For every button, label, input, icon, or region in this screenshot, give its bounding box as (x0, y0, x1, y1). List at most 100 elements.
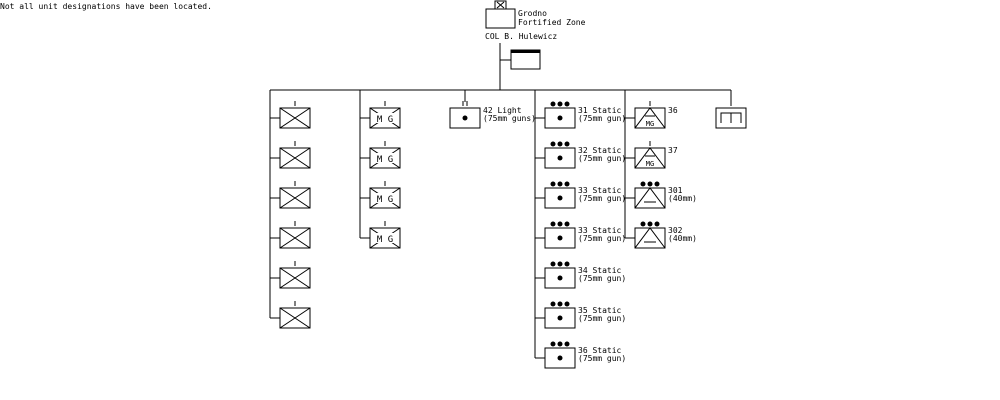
echelon-dot (557, 301, 563, 307)
unit-aa: 301(40mm) (625, 181, 697, 209)
unit-aa-mg: MG 36 (625, 101, 678, 129)
aa-triangle (634, 187, 666, 209)
echelon-dot (550, 101, 556, 107)
infantry-cross (279, 107, 311, 129)
echelon-dot (550, 301, 556, 307)
artillery-dot (557, 235, 563, 241)
hq-staff-bar (511, 50, 540, 53)
unit-label: 36 Static (578, 346, 622, 355)
hq-name-line1: Grodno (518, 9, 547, 18)
aa-mg-label: MG (646, 160, 654, 168)
disclaimer-note: Not all unit designations have been loca… (0, 2, 212, 11)
unit-label: 42 Light (483, 106, 522, 115)
unit-box (634, 187, 666, 209)
mg-label-bg (376, 233, 394, 243)
echelon-dot (564, 141, 570, 147)
unit-infantry (270, 181, 311, 209)
artillery-dot (557, 115, 563, 121)
echelon-dot (557, 221, 563, 227)
infantry-cross (279, 267, 311, 289)
echelon-dot (564, 221, 570, 227)
unit-machine-gun: M G (360, 221, 401, 249)
unit-label: 34 Static (578, 266, 622, 275)
echelon-dot (640, 181, 646, 187)
unit-label: 37 (668, 146, 678, 155)
infantry-cross (279, 307, 311, 329)
unit-sublabel: (75mm gun) (578, 114, 626, 123)
mg-label: M G (377, 235, 393, 245)
artillery-dot (557, 355, 563, 361)
artillery-dot (462, 115, 468, 121)
unit-artillery: 36 Static(75mm gun) (535, 341, 626, 369)
unit-label: 301 (668, 186, 683, 195)
unit-artillery: 33 Static(75mm gun) (535, 181, 626, 209)
hq-echelon-x (496, 1, 505, 9)
echelon-dot (557, 101, 563, 107)
unit-label: 36 (668, 106, 678, 115)
artillery-dot (557, 275, 563, 281)
infantry-cross (279, 147, 311, 169)
echelon-dot (564, 181, 570, 187)
unit-infantry (270, 141, 311, 169)
mg-label-bg (376, 193, 394, 203)
unit-infantry (270, 261, 311, 289)
unit-sublabel: (75mm gun) (578, 274, 626, 283)
unit-sublabel: (40mm) (668, 194, 697, 203)
signals-symbol (720, 112, 742, 123)
unit-sublabel: (40mm) (668, 234, 697, 243)
echelon-dot (550, 181, 556, 187)
unit-label: 33 Static (578, 226, 622, 235)
unit-artillery: 32 Static(75mm gun) (535, 141, 626, 169)
unit-artillery: 35 Static(75mm gun) (535, 301, 626, 329)
unit-machine-gun: M G (360, 181, 401, 209)
echelon-dot (557, 181, 563, 187)
aa-mg-label: MG (646, 120, 654, 128)
mg-label-bg (376, 153, 394, 163)
aa-triangle (634, 147, 666, 169)
echelon-dot (550, 221, 556, 227)
hq-commander: COL B. Hulewicz (485, 32, 557, 41)
hq-group: Grodno Fortified Zone COL B. Hulewicz (270, 0, 731, 91)
artillery-dot (557, 195, 563, 201)
unit-infantry (270, 301, 311, 329)
echelon-dot (647, 221, 653, 227)
unit-machine-gun: M G (360, 141, 401, 169)
unit-sublabel: (75mm gun) (578, 154, 626, 163)
unit-artillery: 34 Static(75mm gun) (535, 261, 626, 289)
hq-name-line2: Fortified Zone (518, 18, 586, 27)
unit-box (634, 227, 666, 249)
echelon-dot (550, 341, 556, 347)
unit-aa: 302(40mm) (625, 221, 697, 249)
echelon-dot (557, 261, 563, 267)
echelon-dot (550, 141, 556, 147)
echelon-dot (647, 181, 653, 187)
echelon-dot (654, 181, 660, 187)
unit-sublabel: (75mm gun) (578, 194, 626, 203)
unit-artillery: 31 Static(75mm gun) (535, 101, 626, 129)
unit-label: 31 Static (578, 106, 622, 115)
unit-signals (715, 101, 747, 129)
echelon-dot (550, 261, 556, 267)
unit-sublabel: (75mm gun) (578, 234, 626, 243)
mg-label: M G (377, 115, 393, 125)
artillery-dot (557, 315, 563, 321)
unit-sublabel: (75mm gun) (578, 354, 626, 363)
echelon-dot (557, 341, 563, 347)
unit-aa-mg: MG 37 (625, 141, 678, 169)
mg-label-bg (376, 113, 394, 123)
unit-label: 33 Static (578, 186, 622, 195)
unit-label: 32 Static (578, 146, 622, 155)
echelon-dot (564, 261, 570, 267)
hq-unit-box (485, 8, 516, 29)
artillery-dot (557, 155, 563, 161)
aa-triangle (634, 107, 666, 129)
unit-infantry (270, 101, 311, 129)
unit-label: 35 Static (578, 306, 622, 315)
echelon-dot (564, 301, 570, 307)
unit-artillery: 33 Static(75mm gun) (535, 221, 626, 249)
unit-sublabel: (75mm gun) (578, 314, 626, 323)
unit-infantry (270, 221, 311, 249)
aa-triangle (634, 227, 666, 249)
echelon-dot (564, 101, 570, 107)
